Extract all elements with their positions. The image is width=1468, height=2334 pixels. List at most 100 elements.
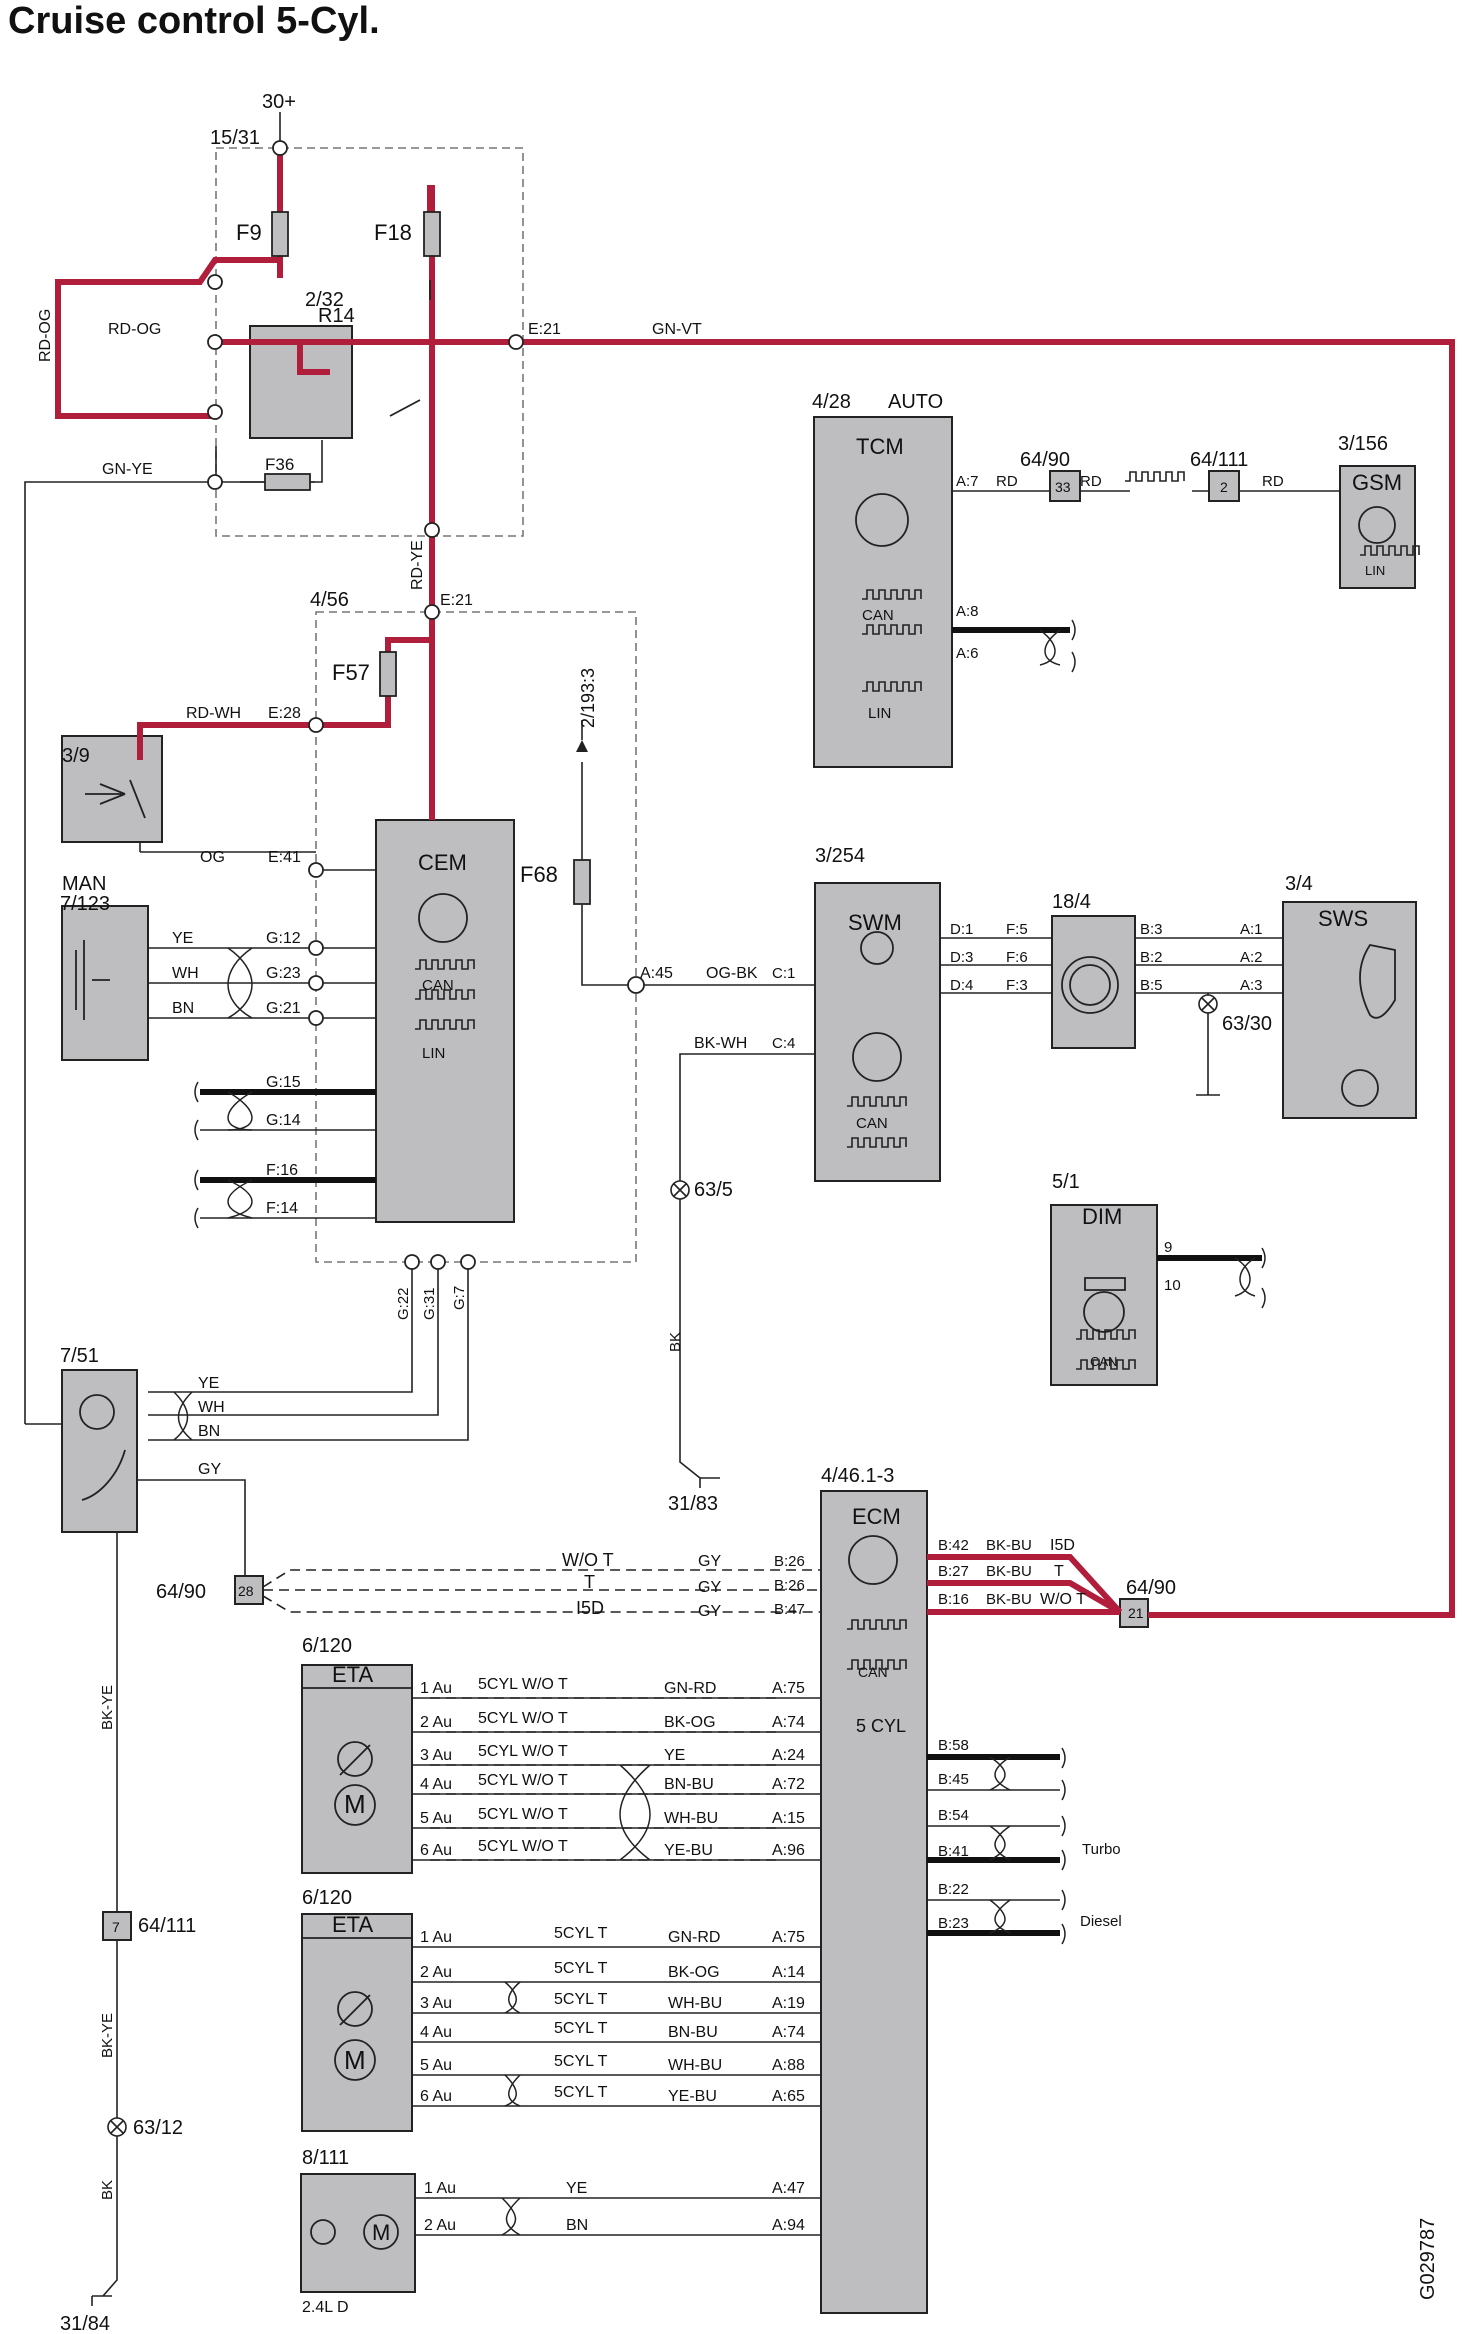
eta1-row-ecm: A:75 xyxy=(772,1680,805,1697)
junction xyxy=(404,1254,420,1270)
pump-row-ecm: A:47 xyxy=(772,2180,805,2197)
swm-pin: C:1 xyxy=(772,965,795,982)
dim-label: DIM xyxy=(1082,1204,1122,1229)
ground-63-5: 63/5 xyxy=(694,1179,733,1201)
pump-module xyxy=(300,2173,416,2293)
page-title: Cruise control 5-Cyl. xyxy=(8,0,380,42)
junction-30 xyxy=(272,140,288,156)
eta2-row-ecm: A:65 xyxy=(772,2088,805,2105)
fuse-f36 xyxy=(264,473,311,491)
cem-pin: F:14 xyxy=(266,1200,298,1217)
man-color-bn: BN xyxy=(172,1000,194,1017)
eta1-row-tag: 5CYL W/O T xyxy=(478,1743,568,1760)
ecm-top-tag: T xyxy=(1054,1563,1064,1580)
dim-pin: 10 xyxy=(1164,1277,1181,1294)
sws-pin: A:1 xyxy=(1240,921,1263,938)
swm-pin: D:4 xyxy=(950,977,973,994)
pump-variant: 2.4L D xyxy=(302,2299,349,2316)
tcm-lin: LIN xyxy=(868,705,891,722)
ecm-right-pin: B:41 xyxy=(938,1843,969,1860)
clock-pin: F:6 xyxy=(1006,949,1028,966)
junction xyxy=(424,522,440,538)
ecm-top-color: BK-BU xyxy=(986,1563,1032,1580)
eta1-label: ETA xyxy=(332,1662,373,1687)
sws-pin: A:2 xyxy=(1240,949,1263,966)
swm-pin: C:4 xyxy=(772,1035,795,1052)
ecm-left-pin: B:26 xyxy=(774,1577,805,1594)
man-id: 7/123 xyxy=(60,893,110,915)
ground-31-84: 31/84 xyxy=(60,2313,110,2334)
connector-7-label: 7 xyxy=(112,1919,120,1935)
eta2-row-tag: 5CYL T xyxy=(554,1991,608,2008)
eta1-row-color: WH-BU xyxy=(664,1810,718,1827)
ecm-cyl: 5 CYL xyxy=(856,1716,906,1736)
ecm-top-pin: B:27 xyxy=(938,1563,969,1580)
wire-gy: GY xyxy=(198,1461,221,1478)
wire-og: OG xyxy=(200,849,225,866)
eta1-row-pin: 1 Au xyxy=(420,1680,452,1697)
ecm-right-pin: B:45 xyxy=(938,1771,969,1788)
eta2-row-pin: 3 Au xyxy=(420,1995,452,2012)
eta1-row-ecm: A:72 xyxy=(772,1776,805,1793)
pump-m: M xyxy=(372,2220,390,2245)
eta2-row-pin: 6 Au xyxy=(420,2088,452,2105)
wire-bn: BN xyxy=(198,1423,220,1440)
wire-gn-vt: GN-VT xyxy=(652,321,702,338)
pin-e41: E:41 xyxy=(268,849,301,866)
cem-bottom-pin: G:22 xyxy=(395,1287,412,1320)
dim-can: CAN xyxy=(1090,1354,1117,1369)
junction-a45 xyxy=(627,976,645,994)
pump-id: 8/111 xyxy=(302,2147,349,2169)
junction xyxy=(207,334,223,350)
eta2-row-pin: 1 Au xyxy=(420,1929,452,1946)
cem-bottom-pin: G:7 xyxy=(451,1286,468,1310)
fuse-f68-label: F68 xyxy=(520,862,558,887)
pump-row-pin: 1 Au xyxy=(424,2180,456,2197)
wire-rd-og-vertical: RD-OG xyxy=(37,309,54,362)
junction xyxy=(430,1254,446,1270)
wire-bk-wh: BK-WH xyxy=(694,1035,747,1052)
sws-label: SWS xyxy=(1318,906,1368,931)
eta1-row-tag: 5CYL W/O T xyxy=(478,1676,568,1693)
eta1-row-color: BN-BU xyxy=(664,1776,714,1793)
ecm-right-pin: B:23 xyxy=(938,1915,969,1932)
eta1-row-pin: 2 Au xyxy=(420,1714,452,1731)
ecm-left-color: GY xyxy=(698,1579,721,1596)
pin-a45: A:45 xyxy=(640,965,673,982)
junction xyxy=(207,274,223,290)
eta1-row-color: YE xyxy=(664,1747,685,1764)
ground-63-30: 63/30 xyxy=(1222,1013,1272,1035)
man-color-ye: YE xyxy=(172,930,193,947)
cem-bottom-pin: G:31 xyxy=(421,1287,438,1320)
connector-33-label: 33 xyxy=(1055,479,1071,495)
wire-bk-lower: BK xyxy=(99,2180,116,2200)
pump-row-color: BN xyxy=(566,2217,588,2234)
ecm-left-tag: I5D xyxy=(576,1598,604,1618)
eta2-row-tag: 5CYL T xyxy=(554,1925,608,1942)
ecm-top-color: BK-BU xyxy=(986,1537,1032,1554)
junction xyxy=(308,975,324,991)
fuse-f18-label: F18 xyxy=(374,220,412,245)
transistor-icon xyxy=(79,1394,115,1430)
switch-id: 3/9 xyxy=(62,745,90,767)
eta1-row-tag: 5CYL W/O T xyxy=(478,1710,568,1727)
eta1-id: 6/120 xyxy=(302,1635,352,1657)
pin-e21b: E:21 xyxy=(440,592,473,609)
eta1-row-pin: 4 Au xyxy=(420,1776,452,1793)
eta2-row-pin: 4 Au xyxy=(420,2024,452,2041)
tcm-label: TCM xyxy=(856,434,904,459)
eta2-row-ecm: A:74 xyxy=(772,2024,805,2041)
eta2-row-ecm: A:88 xyxy=(772,2057,805,2074)
ecm-can: CAN xyxy=(858,1664,888,1680)
ecm-left-color: GY xyxy=(698,1553,721,1570)
wire-ye: YE xyxy=(198,1375,219,1392)
fuse-f9 xyxy=(271,211,289,257)
eta2-m: M xyxy=(344,2045,366,2075)
connector-64-111-label: 64/111 xyxy=(1190,449,1248,471)
clock-pin: B:3 xyxy=(1140,921,1163,938)
eta1-row-tag: 5CYL W/O T xyxy=(478,1838,568,1855)
clock-pin: B:2 xyxy=(1140,949,1163,966)
tcm-id: 4/28 xyxy=(812,391,851,413)
fuse-f18 xyxy=(423,211,441,257)
